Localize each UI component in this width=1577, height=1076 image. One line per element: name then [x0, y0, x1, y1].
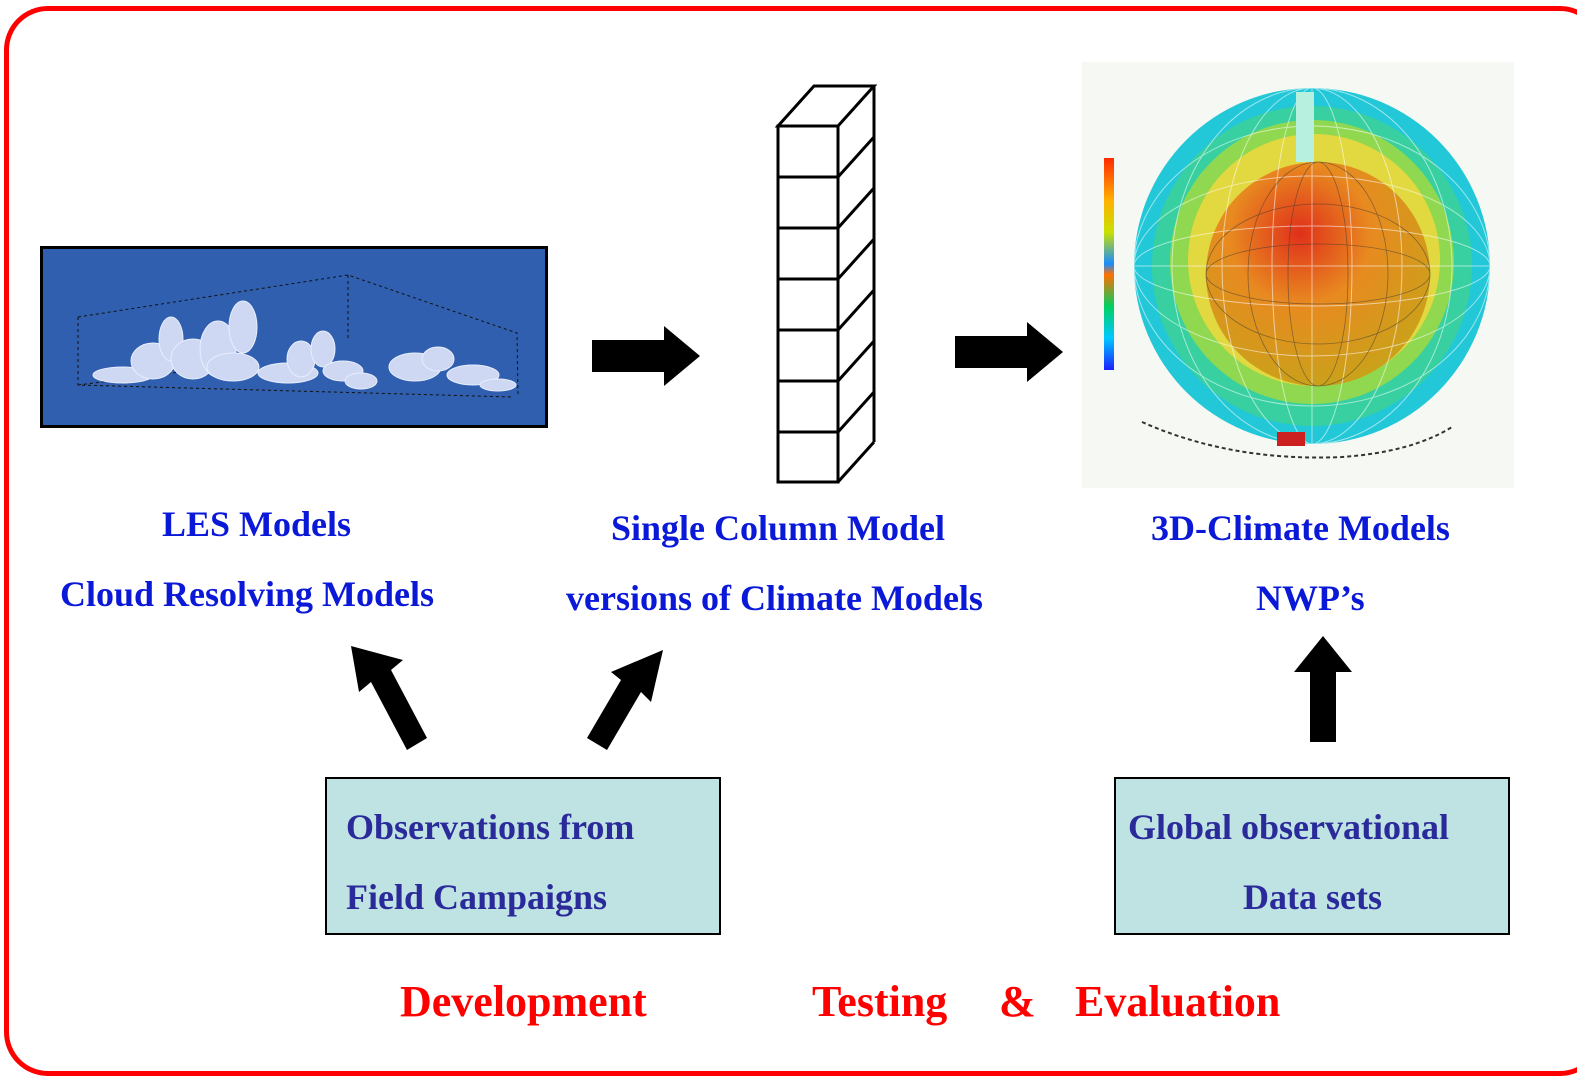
- 3d-climate-models-label: 3D-Climate Models: [1151, 508, 1450, 548]
- arrow-up-icon: [587, 650, 663, 750]
- global-observations-line2: Data sets: [1243, 877, 1382, 917]
- arrow-up-icon: [351, 646, 427, 750]
- arrow-right-icon: [955, 322, 1063, 382]
- ampersand-label: &: [999, 977, 1036, 1026]
- testing-label: Testing: [812, 977, 948, 1026]
- field-observations-line1: Observations from: [346, 807, 635, 847]
- les-cloud-image: [40, 246, 548, 428]
- evaluation-label: Evaluation: [1075, 977, 1281, 1026]
- global-observations-line1: Global observational: [1128, 807, 1450, 847]
- cloud-resolving-models-label: Cloud Resolving Models: [60, 574, 435, 614]
- climate-globe-image: [1082, 62, 1514, 488]
- arrow-up-icon: [1294, 636, 1352, 742]
- nwp-label: NWP’s: [1256, 578, 1365, 618]
- arrow-right-icon: [592, 326, 700, 386]
- global-datasets-box: Global observational Data sets: [1114, 777, 1510, 935]
- field-observations-line2: Field Campaigns: [346, 877, 608, 917]
- climate-model-versions-label: versions of Climate Models: [566, 578, 983, 618]
- development-label: Development: [400, 977, 647, 1026]
- single-column-model-label: Single Column Model: [611, 508, 946, 548]
- field-campaigns-box: Observations from Field Campaigns: [325, 777, 721, 935]
- les-models-label: LES Models: [162, 504, 352, 544]
- single-column-grid-icon: [774, 84, 878, 484]
